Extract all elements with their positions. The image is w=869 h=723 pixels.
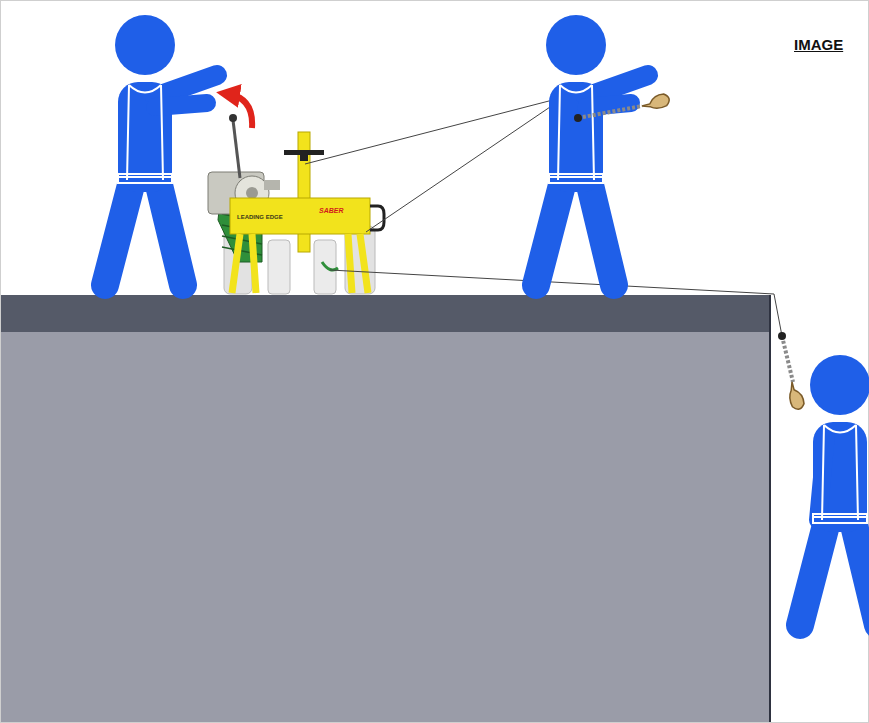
harness-belt	[813, 514, 867, 523]
image-heading: IMAGE	[794, 36, 843, 53]
leg	[800, 525, 826, 625]
worker-figure	[536, 15, 648, 285]
torso	[813, 422, 867, 532]
leg	[536, 185, 562, 285]
head	[546, 15, 606, 75]
head	[115, 15, 175, 75]
harness-belt	[549, 174, 603, 183]
cable	[330, 270, 782, 336]
brand-label: LEADING EDGE	[236, 214, 284, 220]
worker-figure	[105, 15, 217, 285]
cable	[305, 94, 576, 164]
harness	[549, 85, 603, 180]
snap-hook	[640, 93, 670, 113]
roof-edge	[769, 295, 771, 723]
leg	[105, 185, 131, 285]
head	[810, 355, 869, 415]
harness	[813, 425, 867, 520]
roof-slab	[0, 295, 770, 332]
harness	[118, 85, 172, 180]
lanyard	[578, 106, 642, 118]
rotation-arrow	[228, 94, 252, 128]
leg	[159, 185, 183, 285]
connector-dot	[778, 332, 786, 340]
brand-label: SABER	[318, 207, 345, 214]
leg	[854, 525, 869, 625]
arm	[155, 103, 207, 107]
anchor-cart	[208, 114, 384, 294]
harness-belt	[118, 174, 172, 183]
arm	[155, 75, 217, 97]
leg	[590, 185, 614, 285]
lanyard	[782, 336, 793, 382]
arm	[586, 75, 648, 97]
snap-hook	[786, 380, 806, 410]
connector-dot	[574, 114, 582, 122]
worker-figure	[800, 355, 869, 625]
building-wall	[0, 332, 770, 723]
